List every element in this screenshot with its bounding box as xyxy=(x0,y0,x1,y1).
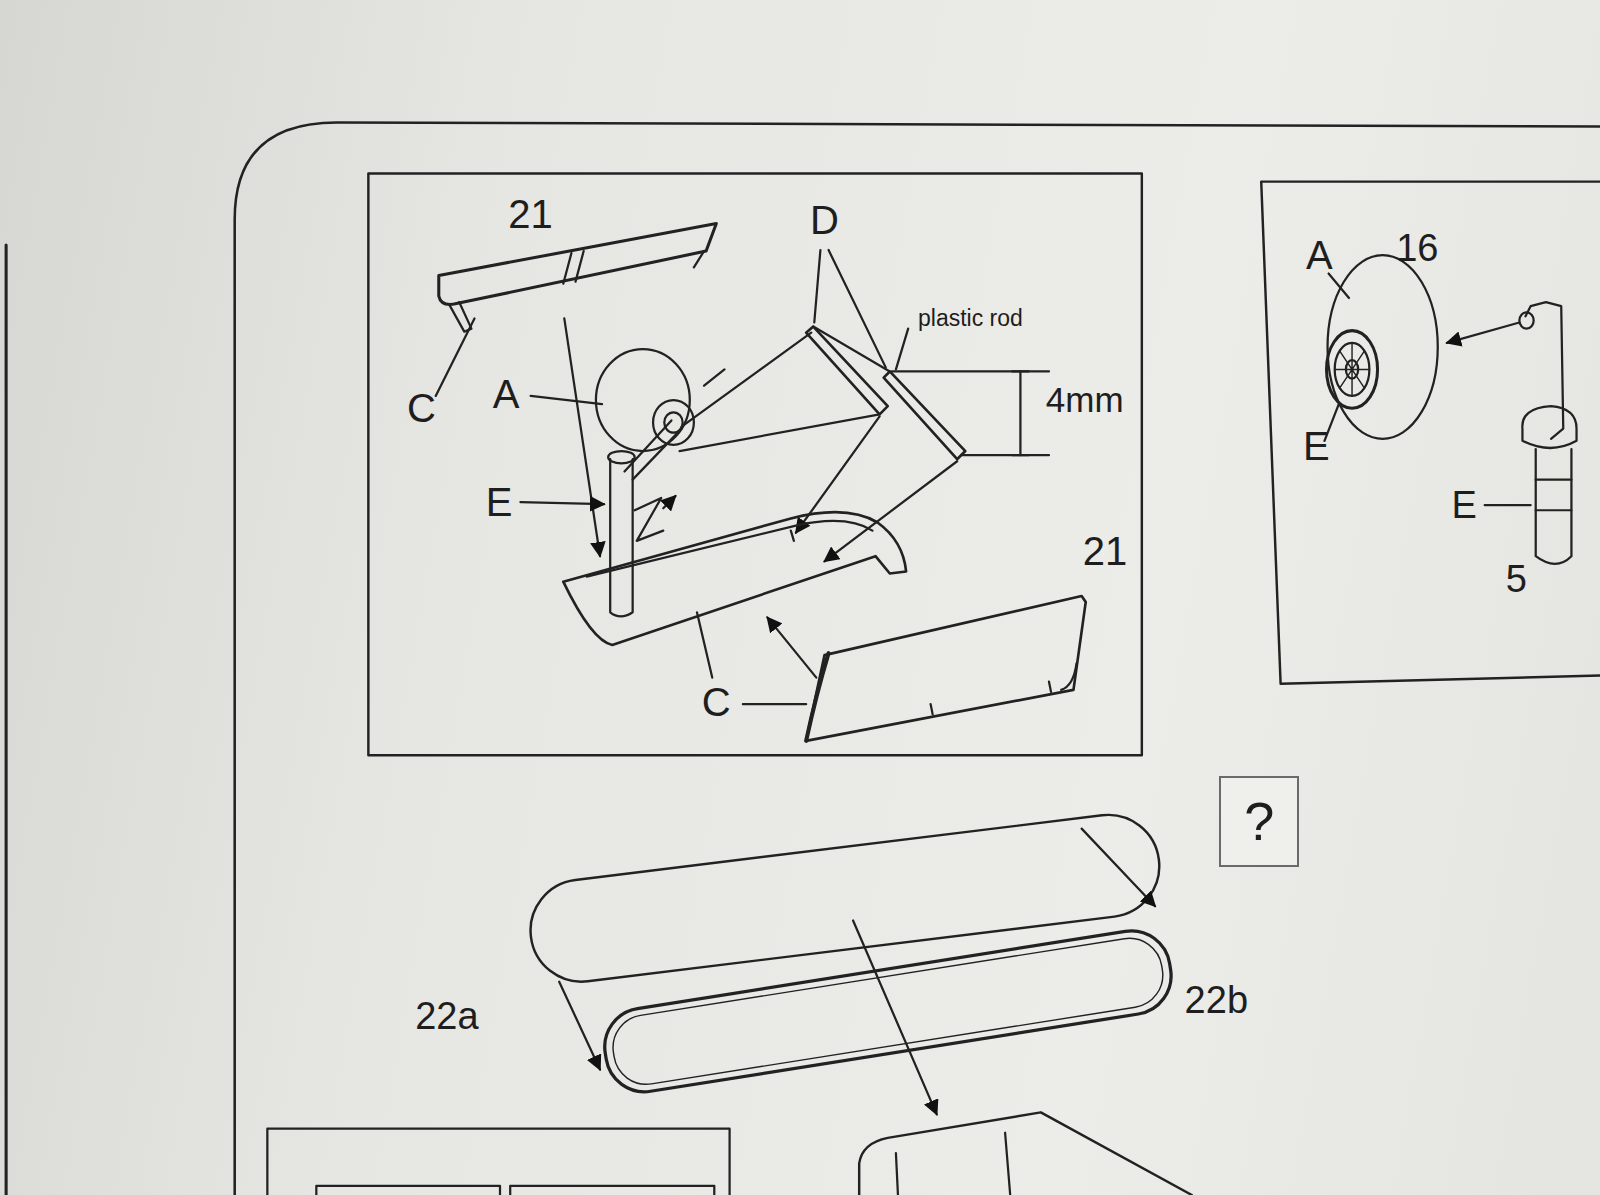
part-label: C xyxy=(407,388,436,428)
part-label: E xyxy=(1303,426,1330,466)
callout-number: 22b xyxy=(1185,981,1248,1019)
part-label: plastic rod xyxy=(918,307,1023,330)
callout-number: 5 xyxy=(1506,560,1527,598)
part-label: E xyxy=(1452,486,1477,524)
callout-number: 16 xyxy=(1396,229,1438,267)
part-label: A xyxy=(493,374,520,414)
part-label: A xyxy=(1306,235,1333,275)
query-box: ? xyxy=(1219,776,1299,868)
callout-number: 21 xyxy=(508,194,553,234)
part-label: C xyxy=(702,682,731,722)
box-text: ? xyxy=(1244,794,1274,848)
callout-number: 4mm xyxy=(1046,381,1124,416)
callout-number: 22a xyxy=(415,997,478,1035)
part-label: E xyxy=(486,482,513,522)
callout-number: 21 xyxy=(1083,531,1128,571)
part-label: D xyxy=(810,200,839,240)
